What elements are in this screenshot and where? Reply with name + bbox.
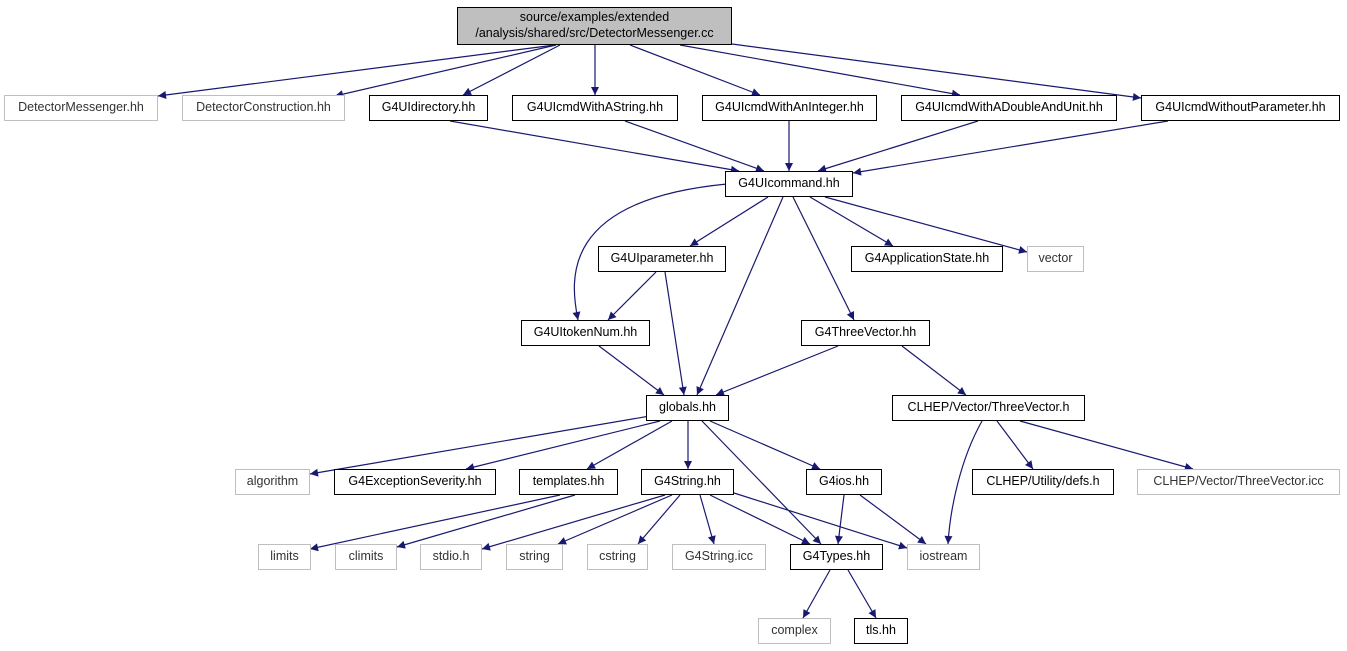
node-g4uicommand-hh[interactable]: G4UIcommand.hh — [725, 171, 853, 197]
node-templates-hh[interactable]: templates.hh — [519, 469, 618, 495]
edge-root-to-g4uicmdwithadoubleandunit — [679, 44, 961, 98]
edge-clhep-threevector-to-clhep-defs — [996, 420, 1034, 470]
node-g4uidirectory-hh[interactable]: G4UIdirectory.hh — [369, 95, 488, 121]
node-g4types-hh[interactable]: G4Types.hh — [790, 544, 883, 570]
edge-root-to-g4uicmdwithaninteger — [629, 44, 761, 96]
node-cstring: cstring — [587, 544, 648, 570]
root-file-line2: /analysis/shared/src/DetectorMessenger.c… — [475, 26, 714, 40]
node-g4exceptionseverity-hh[interactable]: G4ExceptionSeverity.hh — [334, 469, 496, 495]
node-g4applicationstate-hh[interactable]: G4ApplicationState.hh — [851, 246, 1003, 272]
edge-g4uiparameter-to-globals — [664, 271, 687, 396]
edge-g4uiparameter-to-g4uitokennum — [607, 271, 657, 321]
edge-g4ios-to-g4types — [835, 494, 845, 545]
edge-g4uicommand-to-g4threevector — [792, 196, 855, 321]
node-g4threevector-hh[interactable]: G4ThreeVector.hh — [801, 320, 930, 346]
node-g4string-icc: G4String.icc — [672, 544, 766, 570]
edge-g4uicmdwithastring-to-g4uicommand — [624, 120, 765, 173]
edge-g4uicommand-to-vector — [824, 196, 1028, 254]
edge-globals-to-g4ios — [709, 420, 821, 470]
edge-g4types-to-tls — [847, 569, 877, 619]
root-file-line1: source/examples/extended — [519, 10, 670, 25]
node-globals-hh[interactable]: globals.hh — [646, 395, 729, 421]
node-g4uicmdwithastring-hh[interactable]: G4UIcmdWithAString.hh — [512, 95, 678, 121]
edge-g4string-to-g4string-icc — [699, 494, 716, 545]
node-g4uiparameter-hh[interactable]: G4UIparameter.hh — [598, 246, 726, 272]
edge-root-to-detectorconstruction — [334, 44, 557, 99]
edge-templates-to-limits — [309, 494, 561, 552]
edge-g4string-to-string — [557, 494, 673, 545]
edge-g4threevector-to-clhep-threevector — [901, 345, 967, 396]
node-stdio-h: stdio.h — [420, 544, 482, 570]
edge-g4uicommand-to-g4uitokennum — [572, 183, 728, 321]
edge-g4string-to-g4types — [709, 494, 811, 545]
edge-globals-to-g4exceptionseverity — [465, 420, 661, 471]
node-clhep-defs-h[interactable]: CLHEP/Utility/defs.h — [972, 469, 1114, 495]
edge-g4string-to-iostream — [733, 492, 908, 550]
node-climits: climits — [335, 544, 397, 570]
node-string: string — [506, 544, 563, 570]
edge-g4threevector-to-globals — [715, 345, 839, 396]
edge-g4types-to-complex — [802, 569, 831, 619]
edge-g4uicommand-to-g4uiparameter — [689, 196, 769, 247]
edge-g4uicommand-to-globals — [696, 196, 784, 396]
node-tls-hh[interactable]: tls.hh — [854, 618, 908, 644]
edge-root-to-g4uidirectory — [462, 44, 561, 96]
node-g4uicmdwithadoubleandunit-hh[interactable]: G4UIcmdWithADoubleAndUnit.hh — [901, 95, 1117, 121]
node-g4string-hh[interactable]: G4String.hh — [641, 469, 734, 495]
edge-g4uidirectory-to-g4uicommand — [449, 120, 740, 174]
node-iostream: iostream — [907, 544, 980, 570]
edge-g4uitokennum-to-globals — [598, 345, 665, 396]
edge-root-to-detectormessenger — [157, 44, 556, 99]
edge-g4uicmdwithoutparameter-to-g4uicommand — [852, 120, 1169, 176]
root-file-node: source/examples/extended /analysis/share… — [457, 7, 732, 45]
node-g4uicmdwithoutparameter-hh[interactable]: G4UIcmdWithoutParameter.hh — [1141, 95, 1340, 121]
node-algorithm: algorithm — [235, 469, 310, 495]
node-g4uitokennum-hh[interactable]: G4UItokenNum.hh — [521, 320, 650, 346]
edge-globals-to-templates — [586, 420, 673, 470]
edge-globals-to-g4types — [701, 420, 822, 545]
node-complex: complex — [758, 618, 831, 644]
node-vector: vector — [1027, 246, 1084, 272]
node-limits: limits — [258, 544, 311, 570]
edge-globals-to-algorithm — [309, 415, 651, 477]
edge-g4ios-to-iostream — [859, 494, 927, 545]
edge-g4uicommand-to-g4applicationstate — [809, 196, 894, 247]
node-g4uicmdwithaninteger-hh[interactable]: G4UIcmdWithAnInteger.hh — [702, 95, 877, 121]
node-g4ios-hh[interactable]: G4ios.hh — [806, 469, 882, 495]
edge-g4string-to-stdio — [481, 494, 666, 551]
edge-templates-to-climits — [396, 494, 576, 549]
node-detectormessenger-hh: DetectorMessenger.hh — [4, 95, 158, 121]
edge-clhep-threevector-to-iostream — [944, 420, 983, 545]
node-clhep-threevector-icc: CLHEP/Vector/ThreeVector.icc — [1137, 469, 1340, 495]
node-detectorconstruction-hh: DetectorConstruction.hh — [182, 95, 345, 121]
node-clhep-threevector-h[interactable]: CLHEP/Vector/ThreeVector.h — [892, 395, 1085, 421]
edge-g4string-to-cstring — [637, 494, 681, 545]
edge-root-to-g4uicmdwithoutparameter — [731, 43, 1142, 101]
edge-clhep-threevector-to-clhep-threevector-icc — [1019, 420, 1194, 471]
edge-g4uicmdwithadoubleandunit-to-g4uicommand — [817, 120, 979, 173]
